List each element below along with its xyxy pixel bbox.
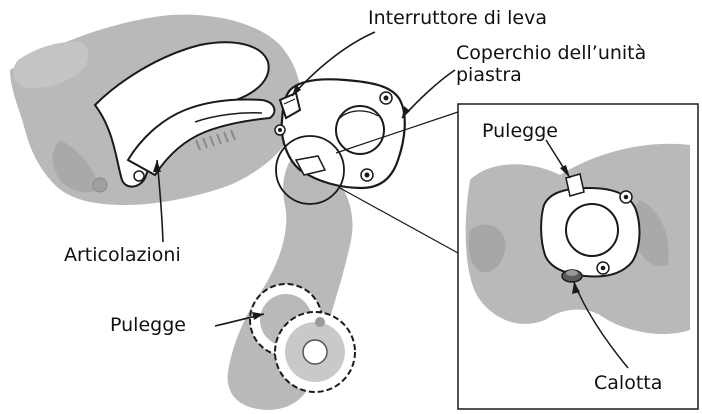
label-cap: Calotta — [594, 372, 662, 394]
callout-line-bottom — [340, 188, 458, 253]
label-linkages: Articolazioni — [64, 244, 181, 266]
label-pulleys-detail: Pulegge — [482, 120, 558, 142]
leader-plate-cover — [402, 70, 455, 118]
label-lever-switch: Interruttore di leva — [368, 7, 547, 29]
label-plate-unit-cover: Coperchio dell’unità piastra — [456, 42, 686, 86]
mount-bolt — [93, 178, 107, 192]
label-pulleys-main: Pulegge — [110, 314, 186, 336]
